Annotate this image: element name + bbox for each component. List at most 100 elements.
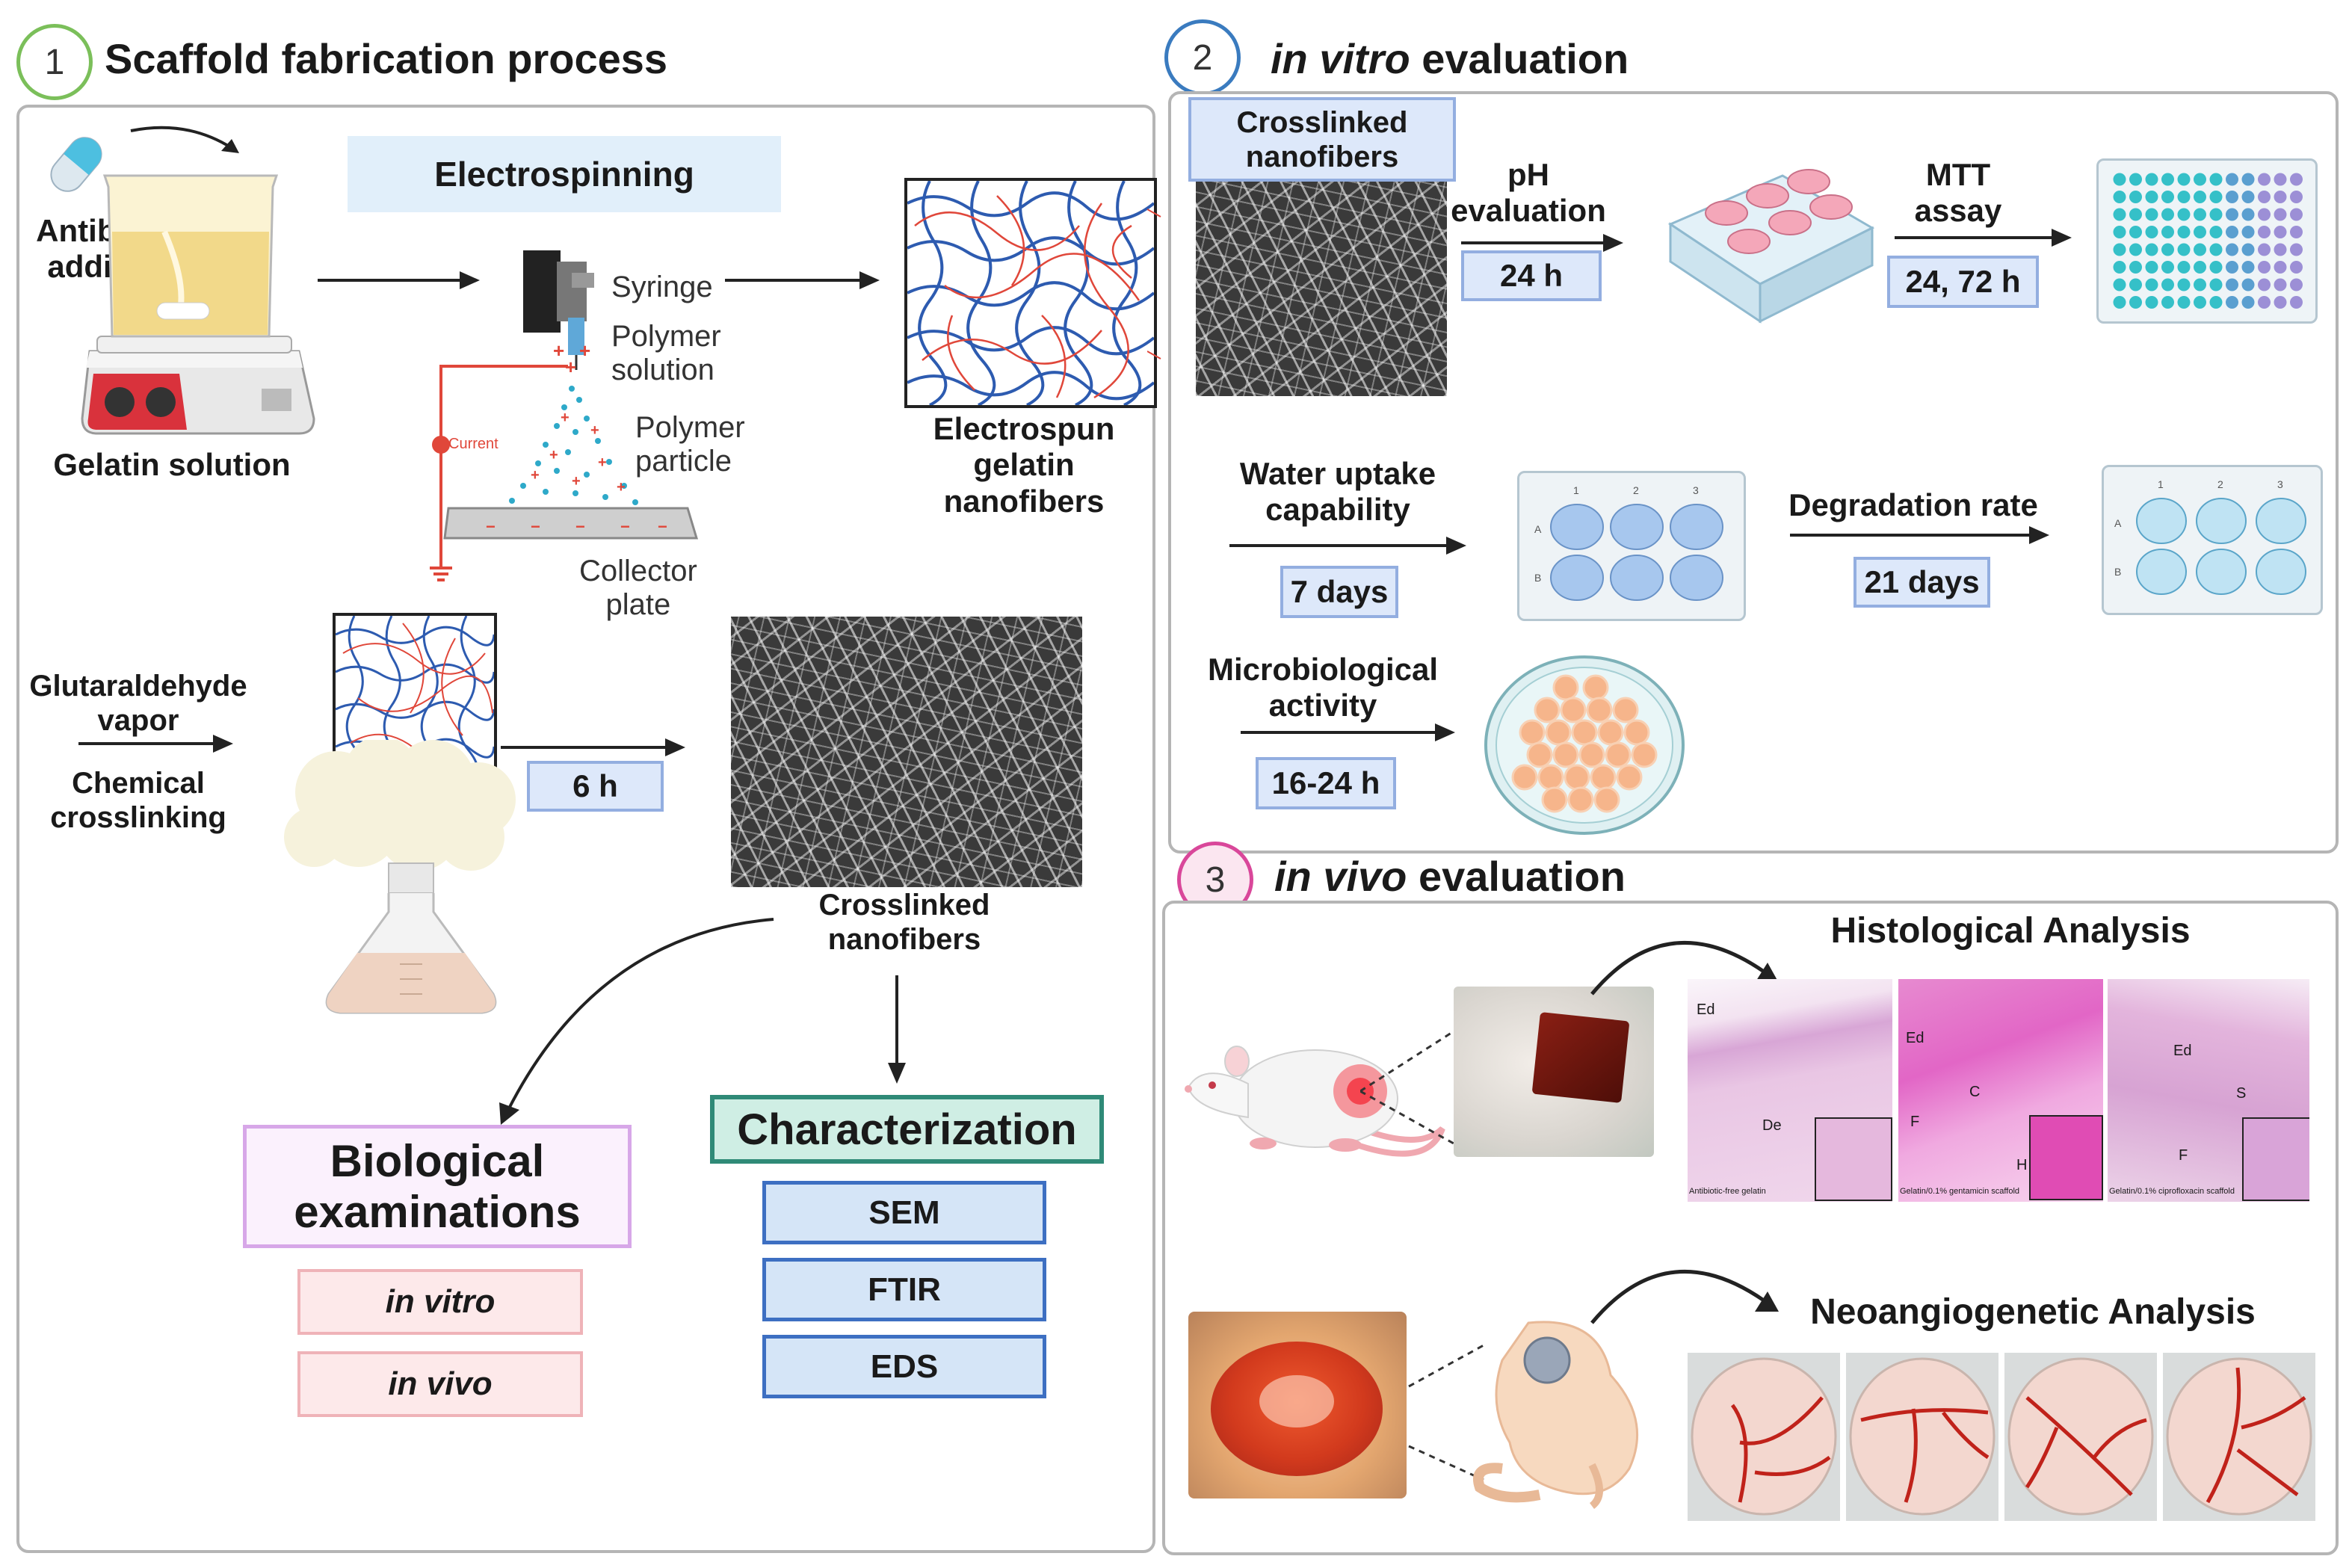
glutaraldehyde-label: Glutaraldehyde vapor <box>29 670 247 737</box>
arrow-water <box>1229 537 1466 555</box>
histo3-mark-f: F <box>2179 1147 2188 1164</box>
histo-curved-arrow <box>1590 940 1779 996</box>
electrospun-label: Electrospun gelatin nanofibers <box>933 411 1115 519</box>
well <box>2145 191 2158 203</box>
bacterial-colony <box>1593 786 1620 813</box>
histo2-mark-f: F <box>1910 1114 1920 1130</box>
bacterial-colony <box>1582 674 1609 701</box>
histo2-caption: Gelatin/0.1% gentamicin scaffold <box>1900 1187 2019 1196</box>
ph-time-tag: 24 h <box>1461 250 1602 301</box>
polymer-solution-label: Polymer solution <box>611 320 721 386</box>
well <box>2145 226 2158 238</box>
well <box>2274 278 2287 291</box>
well <box>2113 173 2126 186</box>
petri-dish-icon <box>1484 655 1685 835</box>
well <box>2290 243 2303 256</box>
section3-title-italic: in vivo <box>1274 853 1407 900</box>
collector-plate-label: Collector plate <box>579 555 697 621</box>
well <box>2194 296 2206 309</box>
mtt-assay-label: MTT assay <box>1914 157 2002 229</box>
well <box>2145 208 2158 221</box>
well <box>2226 243 2238 256</box>
neo-curved-arrow <box>1590 1269 1779 1324</box>
svg-text:+: + <box>579 339 590 362</box>
gelatin-solution-label: Gelatin solution <box>53 447 291 482</box>
well <box>2209 278 2223 291</box>
arrow-degradation <box>1790 526 2049 544</box>
well <box>2129 191 2142 203</box>
bacterial-colony <box>1612 697 1639 723</box>
well <box>2290 226 2303 238</box>
well <box>2129 243 2142 256</box>
well <box>2113 226 2126 238</box>
well <box>2177 296 2191 309</box>
well <box>2161 173 2174 186</box>
egg-callout-lines <box>1408 1344 1484 1481</box>
svg-text:+: + <box>553 339 564 362</box>
plate2-col2: 2 <box>2217 478 2223 490</box>
current-label: Current <box>448 436 499 452</box>
well <box>2258 226 2271 238</box>
cam-photo <box>1846 1353 1998 1521</box>
svg-text:−: − <box>531 517 540 536</box>
arrow-to-characterization <box>888 975 906 1084</box>
six-well-plate-icon <box>1667 169 1875 324</box>
well <box>2209 243 2223 256</box>
well <box>2177 208 2191 221</box>
well <box>2161 278 2174 291</box>
well <box>2209 173 2223 186</box>
crosslinked-sem-image <box>731 617 1082 887</box>
chemical-crosslinking-label: Chemical crosslinking <box>50 767 226 834</box>
histo1-caption: Antibiotic-free gelatin <box>1689 1187 1766 1196</box>
section2-title-italic: in vitro <box>1271 35 1410 82</box>
svg-text:+: + <box>549 447 558 463</box>
curved-arrow-to-biological <box>499 918 774 1125</box>
well <box>2241 173 2255 186</box>
well <box>2113 243 2126 256</box>
well <box>2129 173 2142 186</box>
bacterial-colony <box>1571 719 1598 746</box>
well <box>2161 226 2174 238</box>
well <box>2194 261 2206 274</box>
bacterial-colony <box>1590 764 1617 791</box>
well <box>2194 191 2206 203</box>
well <box>2258 208 2271 221</box>
plate1-rowB: B <box>1534 572 1541 584</box>
well <box>2161 208 2174 221</box>
well <box>2161 243 2174 256</box>
svg-text:+: + <box>617 479 626 496</box>
bacterial-colony <box>1605 741 1632 768</box>
section2-crosslinked-tag: Crosslinked nanofibers <box>1188 97 1456 182</box>
well <box>2274 261 2287 274</box>
well <box>2274 208 2287 221</box>
well <box>2194 173 2206 186</box>
egg-photo-image <box>1188 1312 1407 1498</box>
section3-title-rest: evaluation <box>1407 853 1626 900</box>
mesh-stray-fibers <box>1147 209 1161 359</box>
well <box>2258 173 2271 186</box>
biological-examinations-box: Biological examinations <box>243 1125 632 1248</box>
histo-panel-3: Ed S F Gelatin/0.1% ciprofloxacin scaffo… <box>2108 979 2309 1202</box>
arrow-to-electrospinning <box>318 271 480 289</box>
well <box>2113 278 2126 291</box>
well <box>2177 226 2191 238</box>
well <box>2177 243 2191 256</box>
well <box>2209 208 2223 221</box>
degradation-label: Degradation rate <box>1788 487 2038 522</box>
well <box>2177 261 2191 274</box>
characterization-box: Characterization <box>710 1095 1104 1164</box>
well <box>2241 226 2255 238</box>
well <box>2161 191 2174 203</box>
well <box>2194 226 2206 238</box>
degradation-plate-icon: 1 2 3 A B <box>2102 465 2323 615</box>
bacterial-colony <box>1623 719 1650 746</box>
water-uptake-label: Water uptake capability <box>1239 456 1436 528</box>
arrow-to-crosslinked <box>501 738 685 756</box>
histo1-inset <box>1815 1117 1892 1201</box>
section1-number: 1 <box>16 24 93 100</box>
svg-text:+: + <box>590 422 599 439</box>
bacterial-colony <box>1552 674 1579 701</box>
section2-title-rest: evaluation <box>1410 35 1629 82</box>
svg-text:+: + <box>561 410 570 426</box>
well <box>2290 261 2303 274</box>
